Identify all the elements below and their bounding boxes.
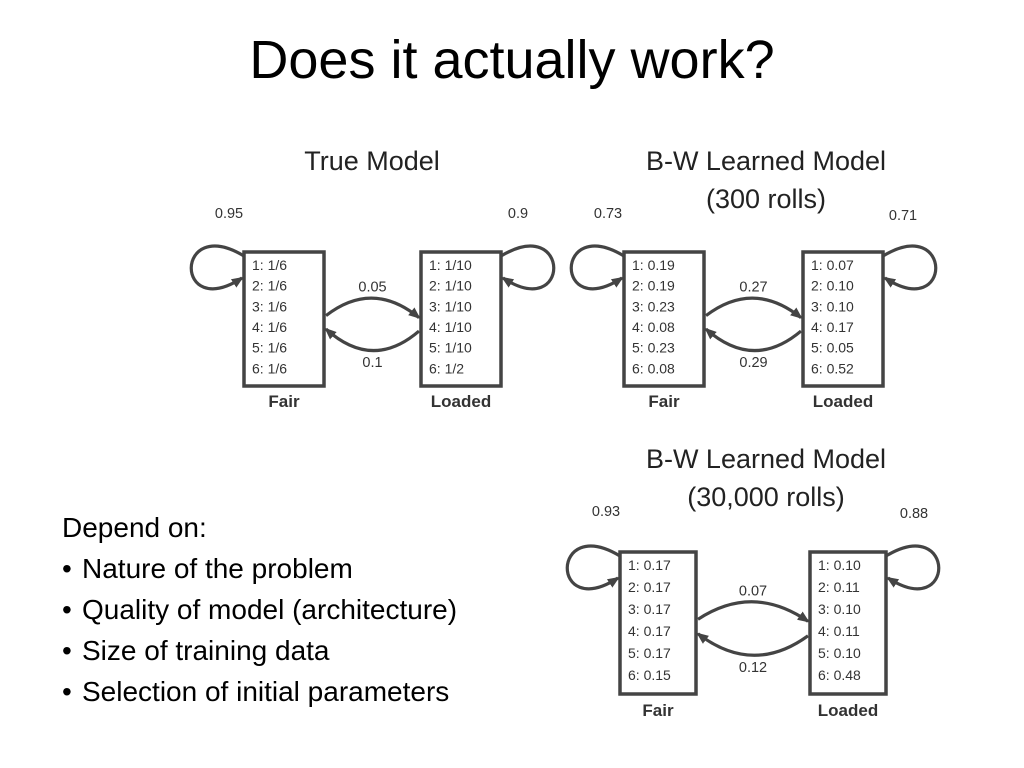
loaded-emission: 6: 0.48 (818, 667, 861, 683)
loaded-emission: 6: 0.52 (811, 360, 854, 376)
model-title: (300 rolls) (706, 184, 826, 214)
hmm-model: B-W Learned Model (300 rolls) 1: 0.19 2: 0.… (569, 146, 938, 411)
loaded-to-fair-arrow (324, 327, 421, 353)
loaded-to-fair-prob: 0.29 (739, 355, 767, 371)
notes-item-text: Quality of model (architecture) (82, 594, 458, 625)
loaded-emission: 5: 1/10 (429, 340, 472, 356)
fair-emission: 4: 1/6 (252, 319, 287, 335)
loaded-emission: 1: 0.10 (818, 557, 861, 573)
loaded-emission: 2: 0.10 (811, 278, 854, 294)
fair-emission: 3: 1/6 (252, 298, 287, 314)
fair-to-loaded-arrow (705, 296, 803, 319)
model-title: (30,000 rolls) (687, 482, 845, 512)
loaded-emission: 5: 0.10 (818, 645, 861, 661)
loaded-state-box (801, 250, 885, 388)
fair-state-box (242, 250, 326, 388)
fair-self-loop-arrow (569, 244, 625, 291)
fair-emission: 3: 0.23 (632, 298, 675, 314)
slide-title: Does it actually work? (249, 30, 775, 90)
loaded-state-box (808, 550, 888, 696)
fair-label: Fair (642, 701, 674, 720)
notes-item: • Size of training data (62, 630, 457, 671)
loaded-self-loop-prob: 0.9 (508, 206, 528, 222)
loaded-to-fair-prob: 0.1 (362, 355, 382, 371)
fair-emission: 6: 0.15 (628, 667, 671, 683)
fair-emission: 6: 1/6 (252, 360, 287, 376)
loaded-to-fair-arrow (704, 327, 803, 353)
fair-self-loop-prob: 0.93 (592, 504, 620, 520)
loaded-emission: 3: 0.10 (818, 601, 861, 617)
hmm-model: B-W Learned Model (30,000 rolls) 1: 0.17 2:… (565, 444, 941, 720)
loaded-emission: 4: 0.11 (818, 623, 860, 639)
fair-emission: 2: 1/6 (252, 278, 287, 294)
bullet: • (62, 635, 72, 666)
notes: Depend on: • Nature of the problem • Quali… (62, 507, 457, 712)
fair-emission: 2: 0.17 (628, 579, 671, 595)
notes-list: • Nature of the problem • Quality of model… (62, 548, 457, 712)
fair-emission: 1: 0.17 (628, 557, 671, 573)
fair-emission: 4: 0.08 (632, 319, 675, 335)
fair-emission: 5: 0.23 (632, 340, 675, 356)
fair-emission: 6: 0.08 (632, 360, 675, 376)
fair-self-loop-arrow (565, 544, 621, 591)
loaded-self-loop-arrow (882, 244, 938, 291)
hmm-model: True Model 1: 1/6 2: 1/6 3: 1/6 4: 1/6 5: 1/6… (189, 146, 556, 411)
bullet: • (62, 594, 72, 625)
notes-item: • Selection of initial parameters (62, 671, 457, 712)
notes-item-text: Size of training data (82, 635, 330, 666)
fair-emission: 5: 1/6 (252, 340, 287, 356)
fair-label: Fair (268, 392, 300, 411)
notes-item: • Quality of model (architecture) (62, 589, 457, 630)
bullet: • (62, 676, 72, 707)
fair-state-box (618, 550, 698, 696)
fair-state-box (622, 250, 706, 388)
loaded-self-loop-arrow (885, 544, 941, 591)
fair-to-loaded-arrow (325, 296, 421, 319)
loaded-emission: 2: 0.11 (818, 579, 860, 595)
notes-item: • Nature of the problem (62, 548, 457, 589)
loaded-label: Loaded (431, 392, 491, 411)
fair-emission: 1: 1/6 (252, 257, 287, 273)
notes-heading: Depend on: (62, 512, 207, 543)
loaded-emission: 1: 0.07 (811, 257, 854, 273)
loaded-emission: 4: 1/10 (429, 319, 472, 335)
loaded-emission: 1: 1/10 (429, 257, 472, 273)
loaded-state-box (419, 250, 503, 388)
model-title: True Model (304, 146, 440, 176)
fair-emission: 2: 0.19 (632, 278, 675, 294)
loaded-emission: 4: 0.17 (811, 319, 854, 335)
fair-to-loaded-prob: 0.27 (739, 280, 767, 296)
fair-to-loaded-prob: 0.07 (739, 583, 767, 599)
fair-emission: 1: 0.19 (632, 257, 675, 273)
fair-to-loaded-prob: 0.05 (358, 280, 386, 296)
fair-self-loop-prob: 0.73 (594, 206, 622, 222)
loaded-emission: 5: 0.05 (811, 340, 854, 356)
fair-label: Fair (648, 392, 680, 411)
loaded-self-loop-prob: 0.71 (889, 208, 917, 224)
fair-self-loop-prob: 0.95 (215, 206, 243, 222)
fair-to-loaded-arrow (697, 600, 810, 623)
loaded-self-loop-prob: 0.88 (900, 506, 928, 522)
loaded-self-loop-arrow (500, 244, 556, 291)
notes-item-text: Nature of the problem (82, 553, 353, 584)
model-title: B-W Learned Model (646, 444, 886, 474)
fair-emission: 5: 0.17 (628, 645, 671, 661)
loaded-to-fair-prob: 0.12 (739, 660, 767, 676)
loaded-label: Loaded (813, 392, 873, 411)
loaded-emission: 2: 1/10 (429, 278, 472, 294)
loaded-emission: 3: 0.10 (811, 298, 854, 314)
loaded-emission: 6: 1/2 (429, 360, 464, 376)
fair-self-loop-arrow (189, 244, 245, 291)
loaded-emission: 3: 1/10 (429, 298, 472, 314)
bullet: • (62, 553, 72, 584)
notes-item-text: Selection of initial parameters (82, 676, 450, 707)
fair-emission: 3: 0.17 (628, 601, 671, 617)
model-title: B-W Learned Model (646, 146, 886, 176)
fair-emission: 4: 0.17 (628, 623, 671, 639)
loaded-label: Loaded (818, 701, 878, 720)
loaded-to-fair-arrow (696, 632, 809, 657)
